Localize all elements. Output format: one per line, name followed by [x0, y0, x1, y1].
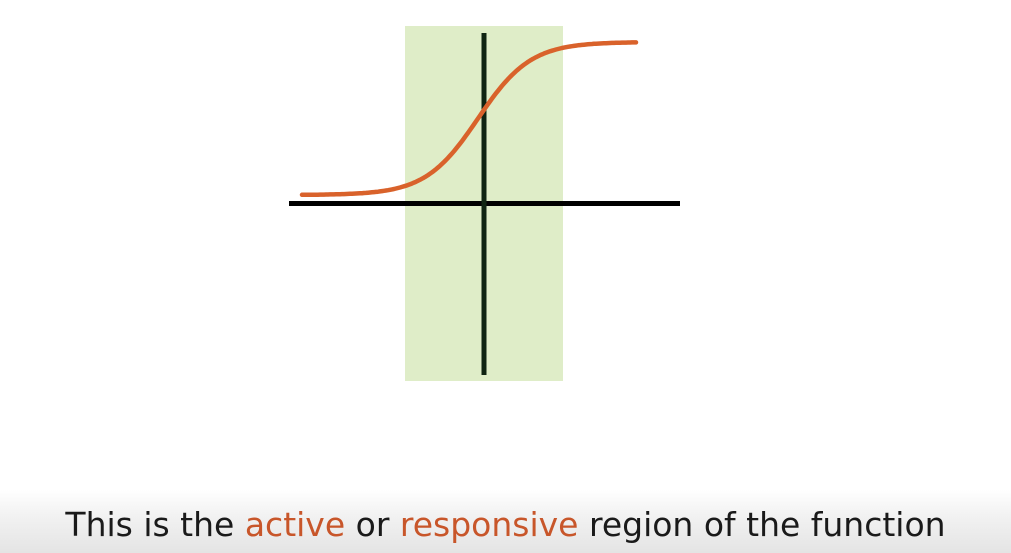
- caption-highlight-active: active: [244, 505, 346, 544]
- caption-bar: [0, 490, 1011, 553]
- caption-text-middle: or: [345, 505, 400, 544]
- sigmoid-diagram: [289, 26, 680, 381]
- caption-text-end: region of the function: [578, 505, 946, 544]
- caption: This is the active or responsive region …: [0, 505, 1011, 545]
- caption-highlight-responsive: responsive: [399, 505, 579, 544]
- sigmoid-curve: [299, 40, 639, 198]
- caption-text-start: This is the: [65, 505, 245, 544]
